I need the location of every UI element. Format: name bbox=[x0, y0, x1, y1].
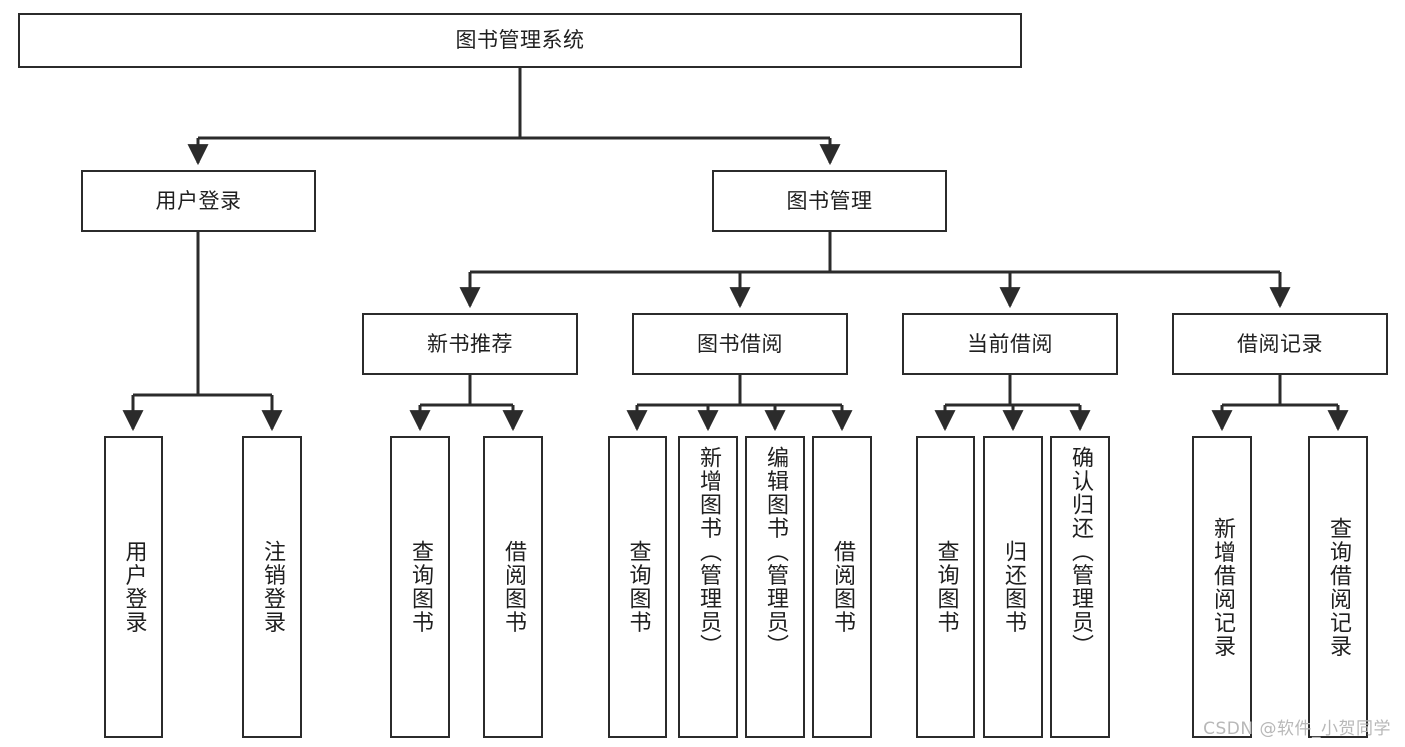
node-current-borrow-label: 当前借阅 bbox=[967, 331, 1053, 356]
leaf-user-login-logout-label: 注销登录 bbox=[259, 540, 285, 634]
node-book-borrow[interactable]: 图书借阅 bbox=[632, 313, 848, 375]
node-borrow-record-label: 借阅记录 bbox=[1237, 331, 1323, 356]
leaf-borrow-query-book[interactable]: 查询图书 bbox=[608, 436, 667, 738]
leaf-borrow-borrow-book[interactable]: 借阅图书 bbox=[812, 436, 872, 738]
leaf-current-confirm-return-admin-label: 确认归还（管理员） bbox=[1067, 446, 1093, 658]
leaf-borrow-add-book-admin[interactable]: 新增图书（管理员） bbox=[678, 436, 738, 738]
leaf-user-login-login[interactable]: 用户登录 bbox=[104, 436, 163, 738]
leaf-borrow-edit-book-admin[interactable]: 编辑图书（管理员） bbox=[745, 436, 805, 738]
leaf-new-book-borrow-label: 借阅图书 bbox=[500, 540, 526, 634]
node-book-management-label: 图书管理 bbox=[786, 188, 873, 213]
leaf-current-query-book[interactable]: 查询图书 bbox=[916, 436, 975, 738]
leaf-user-login-login-label: 用户登录 bbox=[121, 540, 147, 634]
leaf-record-query-record[interactable]: 查询借阅记录 bbox=[1308, 436, 1368, 738]
node-user-login[interactable]: 用户登录 bbox=[81, 170, 316, 232]
leaf-record-add-record-label: 新增借阅记录 bbox=[1209, 516, 1235, 658]
leaf-borrow-query-book-label: 查询图书 bbox=[625, 540, 651, 634]
leaf-new-book-query-label: 查询图书 bbox=[407, 540, 433, 634]
node-new-book-recommend[interactable]: 新书推荐 bbox=[362, 313, 578, 375]
leaf-current-confirm-return-admin[interactable]: 确认归还（管理员） bbox=[1050, 436, 1110, 738]
node-new-book-recommend-label: 新书推荐 bbox=[427, 331, 513, 356]
leaf-new-book-borrow[interactable]: 借阅图书 bbox=[483, 436, 543, 738]
node-root-label: 图书管理系统 bbox=[455, 28, 585, 53]
node-user-login-label: 用户登录 bbox=[155, 188, 242, 213]
leaf-borrow-borrow-book-label: 借阅图书 bbox=[829, 540, 855, 634]
leaf-current-return-book[interactable]: 归还图书 bbox=[983, 436, 1043, 738]
leaf-user-login-logout[interactable]: 注销登录 bbox=[242, 436, 302, 738]
node-current-borrow[interactable]: 当前借阅 bbox=[902, 313, 1118, 375]
leaf-borrow-add-book-admin-label: 新增图书（管理员） bbox=[695, 446, 721, 658]
leaf-borrow-edit-book-admin-label: 编辑图书（管理员） bbox=[762, 446, 788, 658]
leaf-record-add-record[interactable]: 新增借阅记录 bbox=[1192, 436, 1252, 738]
leaf-current-return-book-label: 归还图书 bbox=[1000, 540, 1026, 634]
leaf-new-book-query[interactable]: 查询图书 bbox=[390, 436, 450, 738]
node-book-management[interactable]: 图书管理 bbox=[712, 170, 947, 232]
node-root[interactable]: 图书管理系统 bbox=[18, 13, 1022, 68]
node-book-borrow-label: 图书借阅 bbox=[697, 331, 783, 356]
node-borrow-record[interactable]: 借阅记录 bbox=[1172, 313, 1388, 375]
leaf-record-query-record-label: 查询借阅记录 bbox=[1325, 516, 1351, 658]
leaf-current-query-book-label: 查询图书 bbox=[933, 540, 959, 634]
